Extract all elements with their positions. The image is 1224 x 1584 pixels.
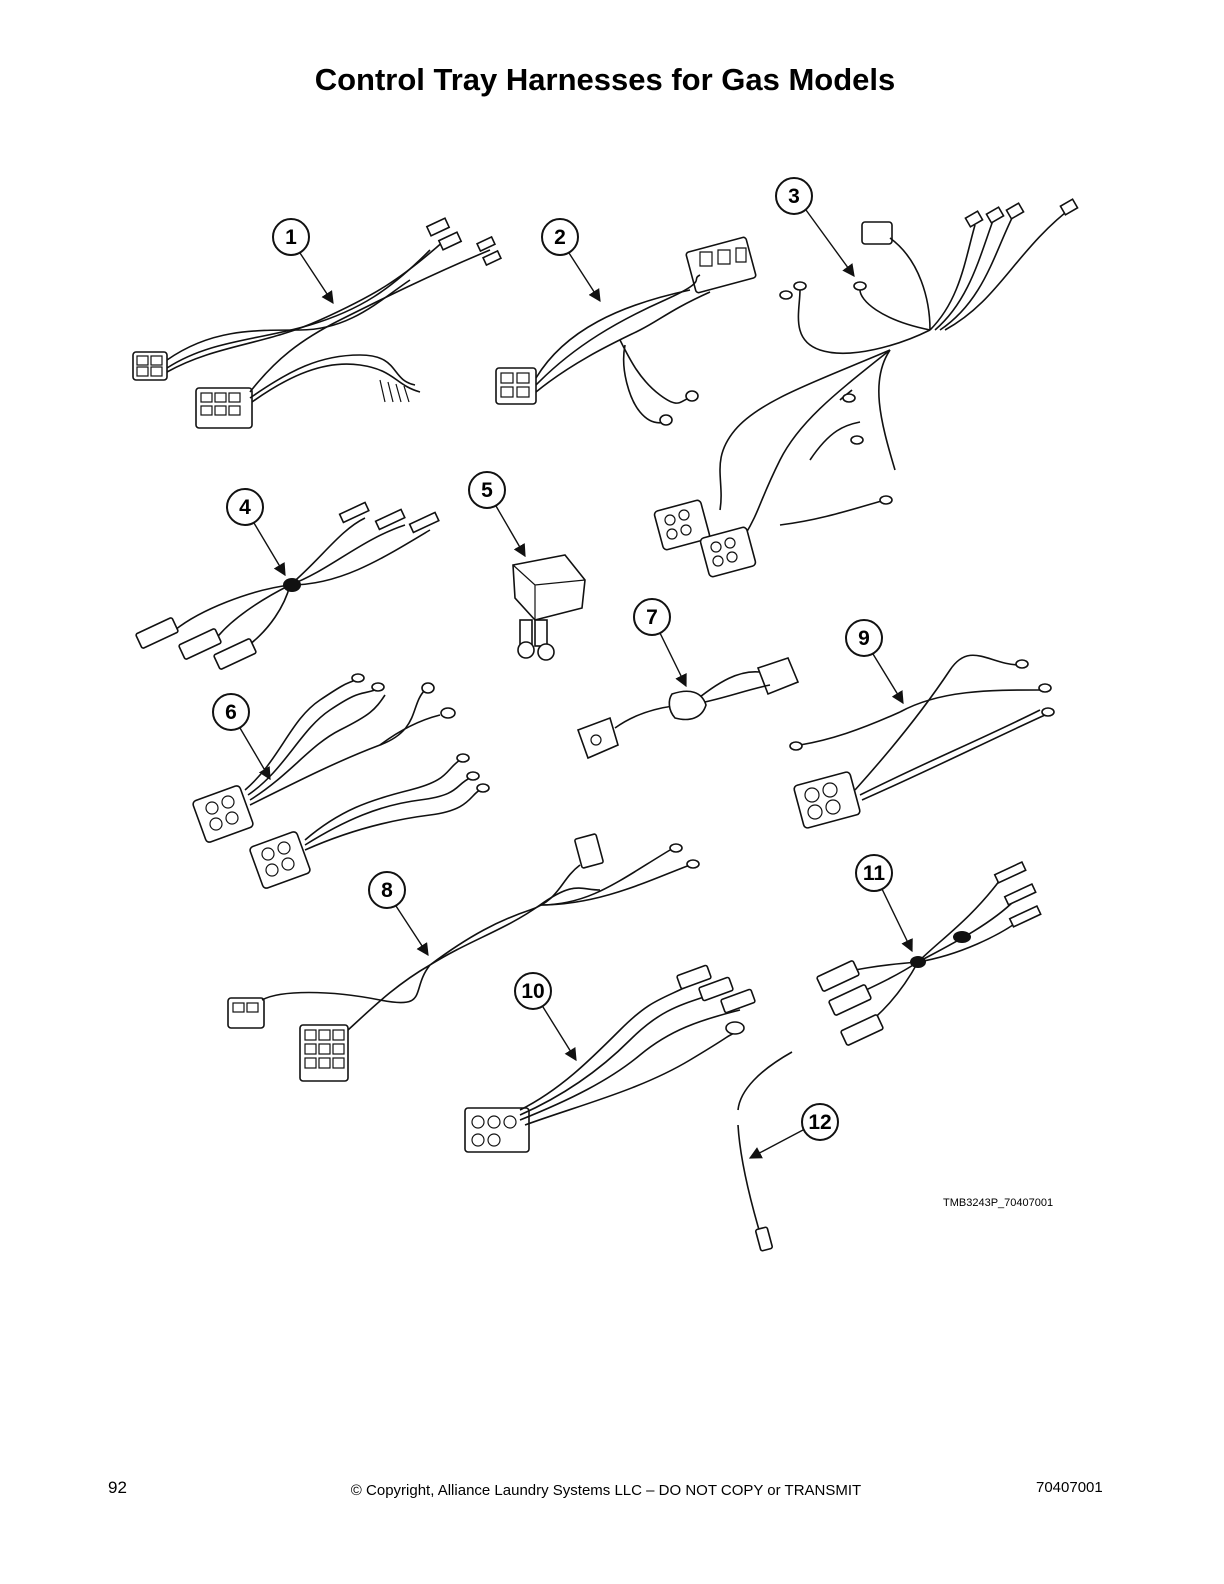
callout-8: 8 [368,871,429,957]
svg-text:4: 4 [239,496,251,519]
svg-text:10: 10 [521,980,544,1003]
svg-text:7: 7 [646,606,658,629]
callouts: 1 2 3 4 5 6 7 [212,177,913,1159]
figure-id: TMB3243P_70407001 [943,1197,1054,1209]
callout-7: 7 [633,598,687,688]
part-5-relay [512,554,586,661]
harness-11 [816,860,1042,1046]
harness-1 [132,217,503,429]
document-number: 70407001 [1036,1479,1103,1496]
callout-9: 9 [845,619,904,705]
harness-2 [495,236,757,426]
callout-2: 2 [541,218,601,303]
callout-5: 5 [468,471,526,558]
page-title: Control Tray Harnesses for Gas Models [314,62,896,97]
harness-8 [227,833,700,1082]
svg-text:12: 12 [808,1111,831,1134]
svg-text:9: 9 [858,627,870,650]
callout-6: 6 [212,693,271,781]
callout-10: 10 [514,972,577,1062]
callout-11: 11 [855,854,913,953]
harness-3 [653,198,1079,578]
part-12-wire [737,1051,793,1252]
callout-12: 12 [748,1103,839,1159]
callout-4: 4 [226,488,286,577]
page-number: 92 [108,1478,127,1497]
harness-6 [192,673,490,889]
svg-text:2: 2 [554,226,566,249]
harness-10 [464,964,756,1153]
callout-3: 3 [775,177,855,278]
svg-text:6: 6 [225,701,237,724]
harness-7 [576,657,800,760]
callout-1: 1 [272,218,334,305]
svg-text:11: 11 [863,862,886,885]
svg-text:8: 8 [381,879,393,902]
svg-text:5: 5 [481,479,493,502]
svg-text:1: 1 [285,226,297,249]
svg-text:3: 3 [788,185,800,208]
harness-9 [789,654,1055,829]
harness-4 [135,501,440,670]
copyright-notice: © Copyright, Alliance Laundry Systems LL… [350,1482,862,1499]
